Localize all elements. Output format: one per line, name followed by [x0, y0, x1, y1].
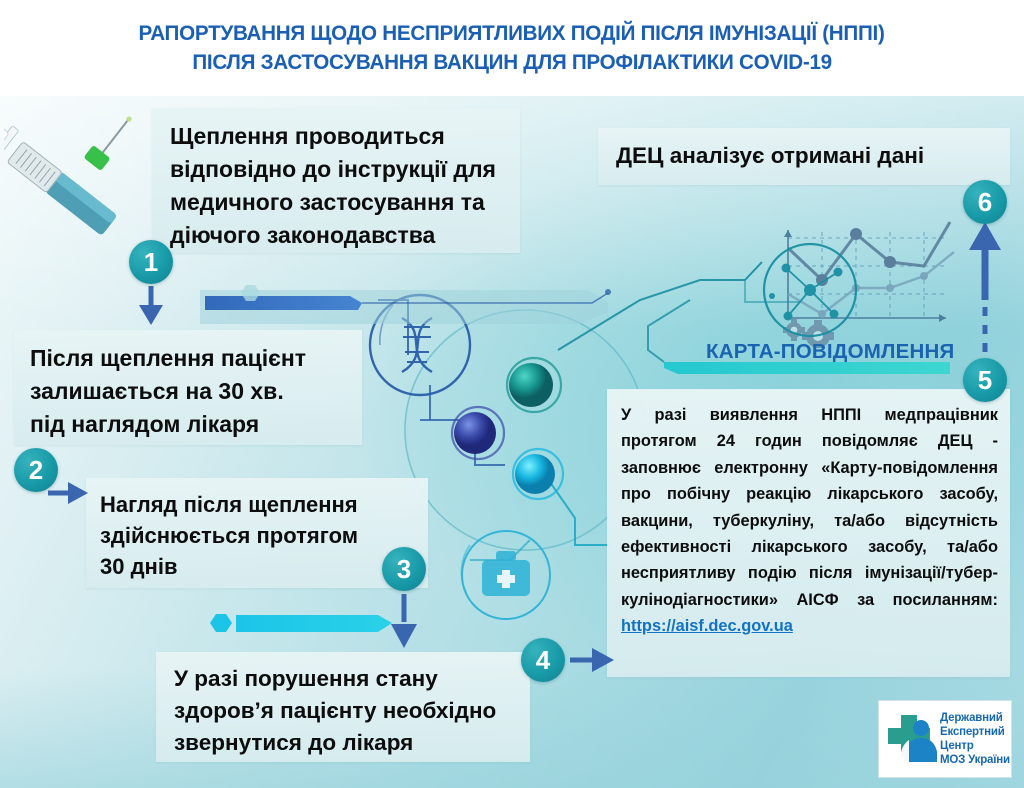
step-1-line-1: Щеплення проводиться — [170, 123, 445, 149]
step-2-line-2: залишається на 30 хв. — [30, 378, 284, 404]
step-badge-5[interactable]: 5 — [963, 358, 1007, 402]
logo-line-1: Державний — [940, 712, 1003, 724]
step-4-line-1: У разі порушення стану — [174, 666, 438, 691]
step-2-card: Після щеплення пацієнт залишається на 30… — [14, 330, 362, 445]
step-3-line-3: 30 днів — [100, 554, 178, 579]
step-6-text: ДЕЦ аналізує отримані дані — [616, 143, 925, 168]
poster-header: РАПОРТУВАННЯ ЩОДО НЕСПРИЯТЛИВИХ ПОДІЙ ПІ… — [0, 0, 1024, 96]
logo-line-3: Центр — [940, 740, 974, 752]
step-badge-4[interactable]: 4 — [521, 638, 565, 682]
step-4-line-3: звернутися до лікаря — [174, 730, 414, 755]
step-6-card: ДЕЦ аналізує отримані дані — [598, 128, 1010, 185]
aisf-link[interactable]: https://aisf.dec.gov.ua — [621, 617, 793, 636]
step-4-line-2: здоров’я пацієнту необхідно — [174, 698, 497, 723]
header-title-line-2: ПІСЛЯ ЗАСТОСУВАННЯ ВАКЦИН ДЛЯ ПРОФІЛАКТИ… — [192, 50, 832, 74]
map-message-label: КАРТА-ПОВІДОМЛЕННЯ — [706, 340, 955, 363]
step-5-card: У разі виявлення НППІ медпрацівник протя… — [607, 389, 1010, 677]
step-badge-2[interactable]: 2 — [14, 448, 58, 492]
step-1-line-2: відповідно до інструкції для — [170, 156, 496, 182]
step-5-body-text: У разі виявлення НППІ медпрацівник протя… — [621, 406, 998, 609]
step-2-line-1: Після щеплення пацієнт — [30, 345, 306, 371]
step-3-line-1: Нагляд після щеплення — [100, 492, 358, 517]
logo-line-2: Експертний — [940, 726, 1005, 738]
dec-logo: Державний Експертний Центр МОЗ України — [878, 700, 1012, 778]
step-badge-6[interactable]: 6 — [963, 180, 1007, 224]
logo-wordmark: Державний Експертний Центр МОЗ України — [940, 711, 1010, 767]
step-1-line-3: медичного застосування та — [170, 189, 485, 215]
logo-cross-person-icon — [888, 715, 937, 762]
step-4-card: У разі порушення стану здоров’я пацієнту… — [156, 652, 530, 762]
logo-line-4: МОЗ України — [940, 754, 1010, 766]
step-badge-1[interactable]: 1 — [129, 240, 173, 284]
step-3-card: Нагляд після щеплення здійснюється протя… — [86, 478, 428, 588]
step-1-line-4: діючого законодавства — [170, 222, 436, 248]
step-2-line-3: під наглядом лікаря — [30, 411, 260, 437]
step-5-paragraph: У разі виявлення НППІ медпрацівник протя… — [621, 402, 998, 640]
header-title-line-1: РАПОРТУВАННЯ ЩОДО НЕСПРИЯТЛИВИХ ПОДІЙ ПІ… — [138, 21, 886, 45]
step-badge-3[interactable]: 3 — [382, 547, 426, 591]
step-3-line-2: здійснюється протягом — [100, 523, 359, 548]
step-1-card: Щеплення проводиться відповідно до інстр… — [152, 108, 520, 253]
